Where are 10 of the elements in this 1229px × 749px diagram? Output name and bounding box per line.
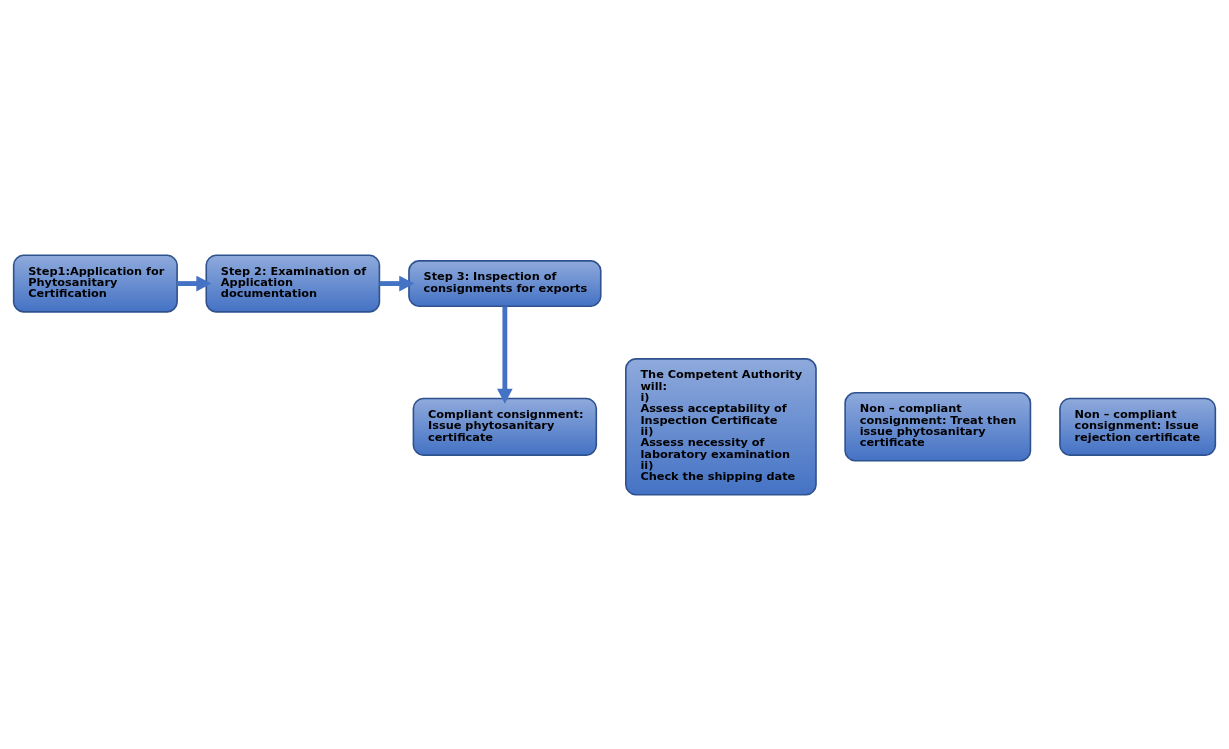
node-box: The Competent Authority will: i) Assess acceptability of Inspection Certificate ii) Assess necessity of laboratory examination ii) Check the shipping date	[625, 357, 817, 496]
arrow	[379, 275, 415, 291]
node-box: Non – compliant consignment: Treat then issue phytosanitary certificate	[844, 391, 1032, 462]
arrow	[177, 275, 212, 291]
node-box: Step 2: Examination of Application documentation	[205, 253, 381, 313]
node-box: Step 3: Inspection of consignments for exports	[408, 259, 602, 307]
node-box: Compliant consignment: Issue phytosanitary certificate	[412, 397, 598, 456]
node-box: Non – compliant consignment: Issue rejection certificate	[1059, 397, 1217, 456]
arrow	[497, 306, 513, 404]
node-box: Step1:Application for Phytosanitary Certification	[12, 253, 178, 313]
